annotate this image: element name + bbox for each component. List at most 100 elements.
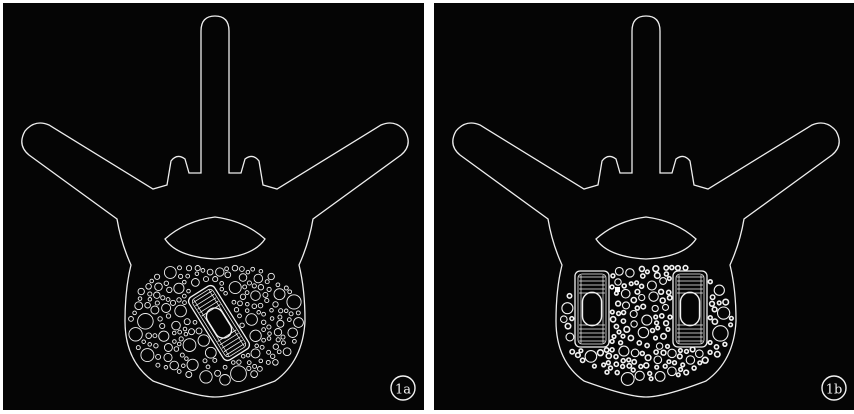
granule [180, 353, 184, 357]
granule [648, 372, 652, 376]
granule [679, 368, 683, 372]
granule [626, 269, 634, 277]
granule [663, 364, 667, 368]
granule [246, 354, 250, 358]
granule [641, 274, 645, 278]
granule [294, 318, 304, 328]
granule [635, 371, 644, 380]
granule [645, 343, 649, 347]
granule [170, 361, 179, 370]
granule [708, 341, 712, 345]
granule [598, 350, 604, 356]
granule [213, 277, 218, 282]
granule [141, 349, 154, 362]
granule [566, 333, 574, 341]
granule [177, 370, 181, 374]
granule [179, 337, 183, 341]
granule [621, 359, 625, 363]
granule [610, 340, 614, 344]
granule [178, 330, 182, 334]
granule [621, 365, 625, 369]
granule [174, 283, 184, 293]
granule [614, 324, 618, 328]
granule [184, 332, 188, 336]
granule [224, 292, 228, 296]
granule [664, 321, 669, 326]
granule [245, 309, 249, 313]
granule [653, 266, 659, 272]
granule [654, 315, 658, 319]
granule [234, 308, 238, 312]
granule [225, 272, 231, 278]
granule [223, 365, 227, 369]
granule [148, 343, 152, 347]
granule [133, 311, 137, 315]
vertebra-diagram-1b: 1b [434, 3, 854, 410]
granule [619, 341, 623, 345]
granule [611, 274, 615, 278]
granule [161, 296, 165, 300]
granule [640, 284, 644, 288]
granule [225, 267, 229, 271]
granule [612, 335, 616, 339]
granule [624, 327, 630, 333]
granule [179, 274, 183, 278]
granule [178, 266, 182, 270]
granule [200, 371, 212, 383]
granule [268, 332, 272, 336]
granule [240, 294, 245, 299]
spinal-canal [596, 217, 696, 259]
cage-outline [673, 271, 707, 347]
granule [627, 358, 631, 362]
granule [204, 277, 209, 282]
granule [253, 364, 257, 368]
granule [262, 338, 266, 342]
granule [621, 319, 625, 323]
granule [659, 289, 664, 294]
granule [160, 323, 165, 328]
granule [196, 328, 202, 334]
panel-label-text: 1b [826, 383, 843, 398]
granule [649, 377, 653, 381]
granule [247, 361, 251, 365]
panel-1b: 1b [434, 3, 854, 410]
granule [267, 350, 271, 354]
granule [216, 268, 224, 276]
granule [220, 287, 224, 291]
granule [681, 363, 685, 367]
granule [667, 360, 671, 364]
granule [231, 366, 247, 382]
granule [616, 301, 621, 306]
granule [177, 342, 181, 346]
granule [155, 274, 160, 279]
granule [187, 359, 198, 370]
granule [232, 361, 236, 365]
granule [257, 311, 261, 315]
granule [262, 320, 266, 324]
granule [246, 314, 258, 326]
granule [164, 267, 176, 279]
granule [158, 317, 162, 321]
granule [279, 309, 283, 313]
granule [251, 371, 258, 378]
granule [170, 300, 175, 305]
granule [164, 353, 172, 361]
granule [565, 323, 570, 328]
granule [617, 312, 621, 316]
granule [187, 289, 191, 293]
granule [251, 267, 255, 271]
granule [660, 278, 667, 285]
granule [254, 274, 263, 283]
granule [647, 281, 656, 290]
vertebra-outline [453, 16, 839, 397]
granule [250, 330, 261, 341]
granule [281, 335, 285, 339]
granule [266, 360, 270, 364]
granule [604, 348, 608, 352]
granule [668, 367, 677, 376]
granule [167, 287, 172, 292]
granule [172, 331, 176, 335]
granule [615, 267, 623, 275]
granule [715, 352, 720, 357]
